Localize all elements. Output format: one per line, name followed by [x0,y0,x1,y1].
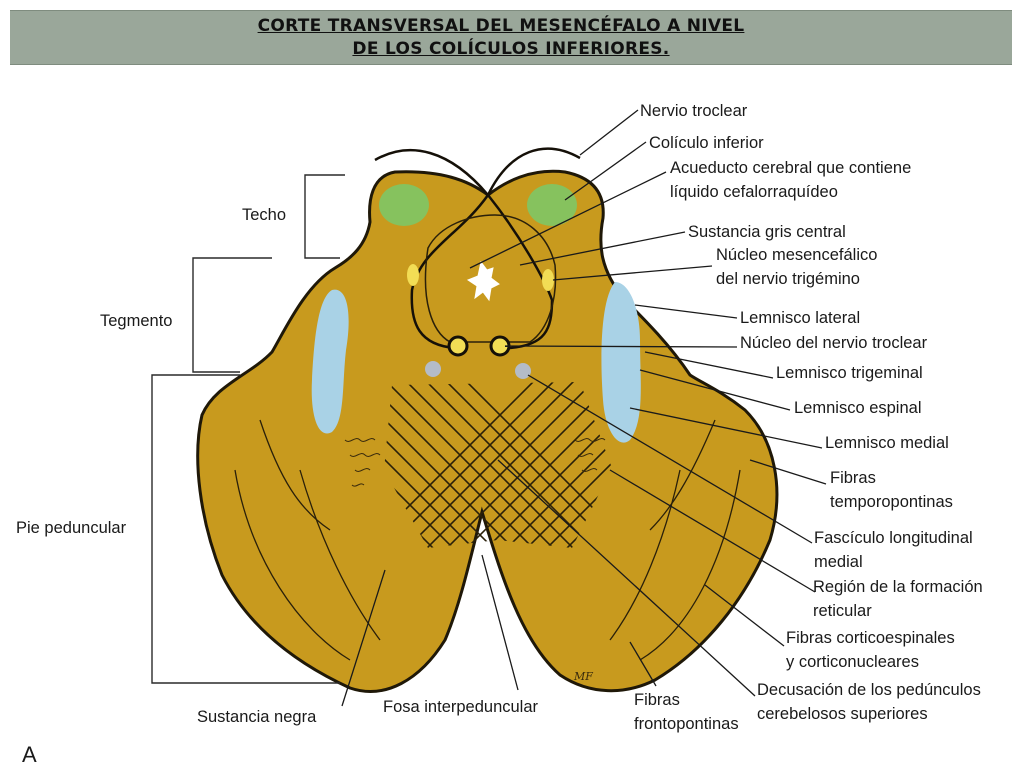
label-sustancia-gris: Sustancia gris central [688,223,846,241]
label-fibras-frontopontinas-2: frontopontinas [634,715,739,733]
title-line-2: DE LOS COLÍCULOS INFERIORES. [352,39,670,59]
bracket-tegmento [192,257,272,373]
label-fibras-frontopontinas-1: Fibras [634,691,680,709]
label-nervio-troclear: Nervio troclear [640,102,748,120]
label-fosa-interpeduncular: Fosa interpeduncular [383,698,539,716]
bracket-pie [151,374,340,684]
label-fibras-corticoespinales-2: y corticonucleares [786,653,919,671]
label-pie-peduncular: Pie peduncular [16,519,127,537]
panel-letter: A [22,742,37,767]
illustrator-signature: MF [573,670,593,683]
lateral-lemniscus-right [601,282,641,443]
leader-lines [341,109,827,707]
label-nucleo-mesencefalico-2: del nervio trigémino [716,270,860,288]
mesencephalic-nucleus-left [407,264,419,286]
mesencephalic-nucleus-right [542,269,554,291]
label-acueducto-1: Acueducto cerebral que contiene [670,159,911,177]
cerebral-aqueduct [466,260,500,302]
label-lemnisco-trigeminal: Lemnisco trigeminal [776,364,923,382]
mlf-left [425,361,441,377]
trochlear-nerve-fiber-left [374,148,554,350]
lateral-lemniscus-left [311,289,349,434]
label-fibras-temporopontinas-1: Fibras [830,469,876,487]
label-lemnisco-medial: Lemnisco medial [825,434,949,452]
title-bar: CORTE TRANSVERSAL DEL MESENCÉFALO A NIVE… [10,10,1012,65]
label-fibras-corticoespinales-1: Fibras corticoespinales [786,629,955,647]
label-lemnisco-lateral: Lemnisco lateral [740,309,860,327]
crus-fiber-curve-right-1 [639,469,741,661]
reticular-texture-right [574,438,606,472]
label-coliculo-inferior: Colículo inferior [649,134,764,152]
trochlear-nucleus-left [447,335,469,357]
label-lemnisco-espinal: Lemnisco espinal [794,399,922,417]
label-region-reticular-1: Región de la formación [813,578,983,596]
label-fasciculo-2: medial [814,553,863,571]
label-techo: Techo [242,206,286,224]
label-decusacion-1: Decusación de los pedúnculos [757,681,981,699]
crus-fiber-curve-right-3 [649,419,716,531]
crus-fiber-curve-right-2 [609,469,681,641]
label-region-reticular-2: reticular [813,602,872,620]
central-gray-outline [424,214,557,343]
label-acueducto-2: líquido cefalorraquídeo [670,183,838,201]
title-line-1: CORTE TRANSVERSAL DEL MESENCÉFALO A NIVE… [257,16,745,36]
label-sustancia-negra: Sustancia negra [197,708,317,726]
reticular-texture-left [344,438,381,487]
label-fasciculo-1: Fascículo longitudinal [814,529,973,547]
midbrain-section [196,169,779,693]
bracket-techo [304,174,345,259]
inferior-colliculus-right [527,184,577,226]
label-decusacion-2: cerebelosos superiores [757,705,928,723]
inferior-colliculus-left [379,184,429,226]
mlf-right [515,363,531,379]
label-nucleo-mesencefalico-1: Núcleo mesencefálico [716,246,877,264]
label-tegmento: Tegmento [100,312,172,330]
crus-fiber-curve-left-3 [259,419,331,531]
label-fibras-temporopontinas-2: temporopontinas [830,493,953,511]
trochlear-nerve-fiber-right [410,147,581,350]
crus-fiber-curve-left-2 [299,469,381,641]
left-brackets [151,174,345,684]
crus-fiber-curve-left-1 [234,469,351,661]
label-nucleo-troclear: Núcleo del nervio troclear [740,334,928,352]
